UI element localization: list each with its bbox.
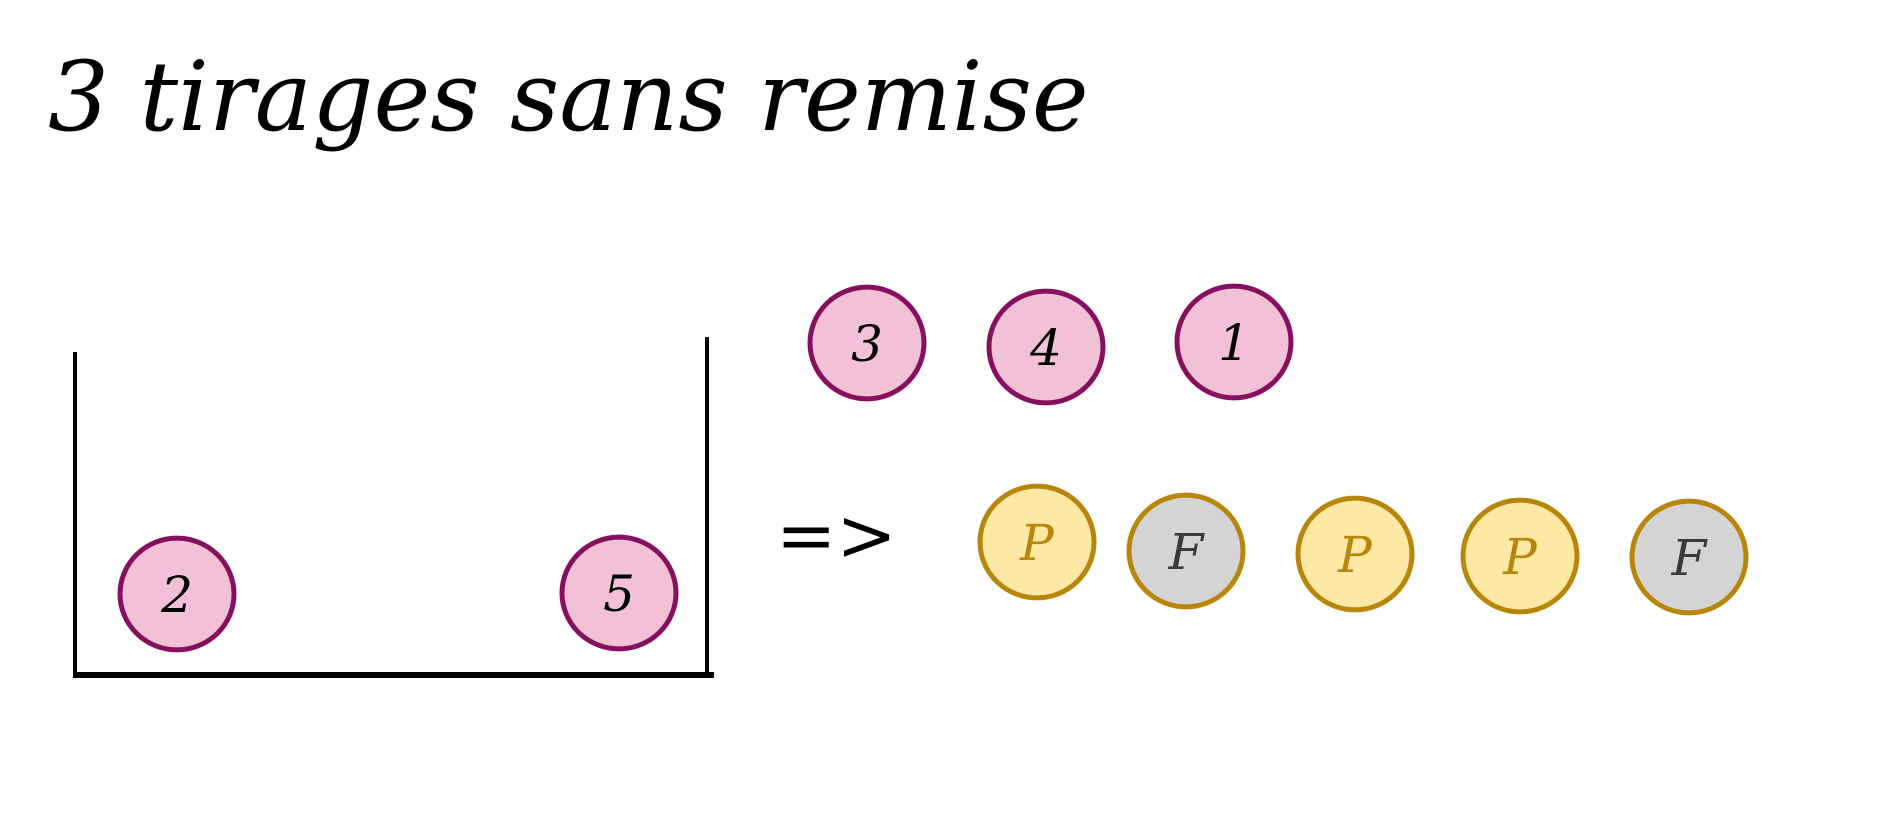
drawn-ball-shape	[986, 288, 1106, 406]
coin-pile-label: P	[1019, 514, 1055, 572]
coin-face-shape	[1629, 498, 1749, 616]
drawn-ball-shape	[807, 284, 927, 402]
drawn-ball-label: 4	[1029, 319, 1062, 377]
coin-pile: P	[1295, 495, 1415, 613]
drawn-ball-shape	[1174, 283, 1294, 401]
coin-pile: P	[1460, 497, 1580, 615]
urn-ball: 2	[117, 535, 237, 653]
drawn-ball: 1	[1174, 283, 1294, 401]
urn-ball-label: 5	[603, 565, 635, 623]
coin-face-label: F	[1671, 529, 1709, 587]
urn-ball-label: 2	[160, 566, 193, 624]
drawn-ball-label: 1	[1218, 314, 1250, 372]
coin-pile: P	[977, 483, 1097, 601]
coin-face: F	[1629, 498, 1749, 616]
coin-pile-shape	[977, 483, 1097, 601]
coin-face-label: F	[1168, 523, 1206, 581]
drawn-ball: 3	[807, 284, 927, 402]
coin-pile-label: P	[1502, 528, 1538, 586]
urn-ball-shape	[559, 534, 679, 652]
urn	[73, 337, 714, 678]
coin-face-shape	[1126, 492, 1246, 610]
drawn-ball-label: 3	[851, 315, 883, 373]
drawn-ball: 4	[986, 288, 1106, 406]
coin-pile-shape	[1460, 497, 1580, 615]
coin-pile-shape	[1295, 495, 1415, 613]
coin-face: F	[1126, 492, 1246, 610]
title: 3 tirages sans remise	[48, 41, 1089, 153]
urn-ball: 5	[559, 534, 679, 652]
coin-pile-label: P	[1337, 526, 1373, 584]
arrow-implies: =>	[776, 493, 897, 577]
urn-ball-shape	[117, 535, 237, 653]
